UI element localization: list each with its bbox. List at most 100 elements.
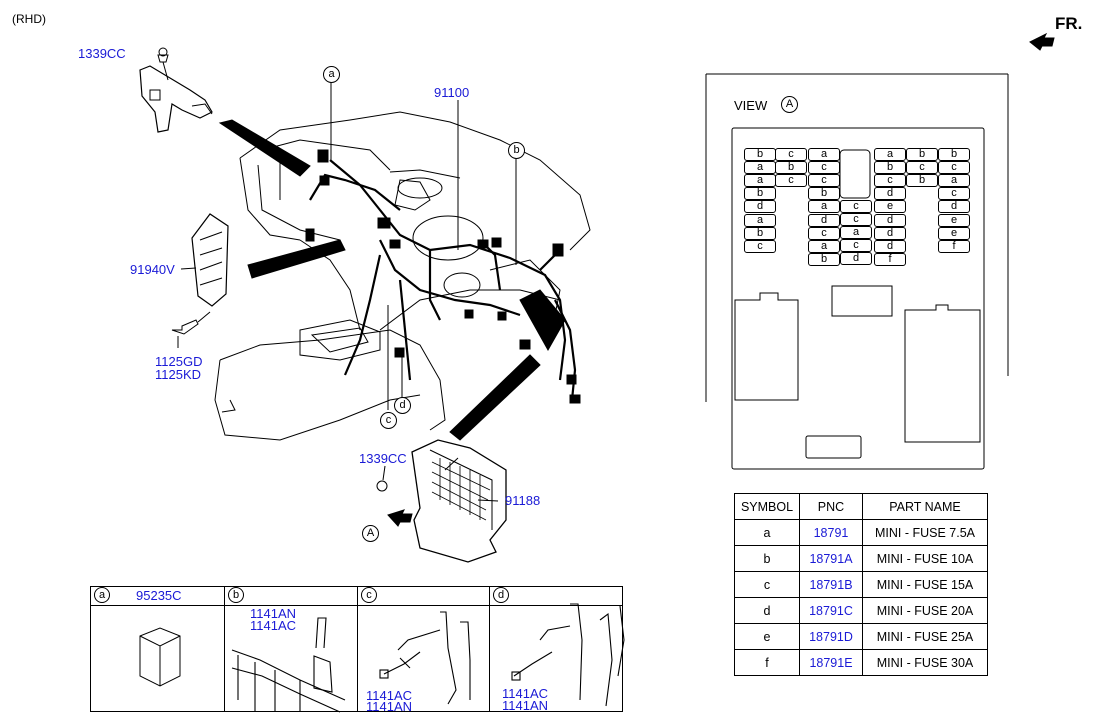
- fuse-slot: b: [808, 252, 840, 266]
- fuse-slot: d: [874, 187, 906, 201]
- pnc-link[interactable]: 18791: [799, 519, 863, 546]
- pnc-link[interactable]: 18791D: [799, 623, 863, 650]
- table-row: d 18791C MINI - FUSE 20A: [734, 597, 988, 624]
- table-row: e 18791D MINI - FUSE 25A: [734, 623, 988, 650]
- table-header-symbol: SYMBOL: [734, 493, 800, 520]
- fuse-slot: e: [938, 226, 970, 240]
- fuse-slot: b: [775, 161, 807, 175]
- pnc-link[interactable]: 18791C: [799, 597, 863, 624]
- fuse-slot: a: [808, 200, 840, 214]
- fuse-slot: c: [938, 161, 970, 175]
- fuse-slot: d: [840, 252, 872, 266]
- marker-d[interactable]: d: [394, 397, 411, 414]
- fuse-slot: b: [906, 174, 938, 188]
- part-label-bolt-2[interactable]: 1125KD: [155, 367, 202, 382]
- symbol-cell: e: [734, 623, 800, 650]
- fuse-slot: a: [874, 148, 906, 161]
- fuse-slot: d: [938, 200, 970, 214]
- fuse-slot: c: [840, 239, 872, 253]
- detail-a-marker: a: [94, 587, 110, 603]
- table-row: c 18791B MINI - FUSE 15A: [734, 571, 988, 598]
- fuse-slot: c: [775, 174, 807, 188]
- part-name-cell: MINI - FUSE 30A: [862, 649, 988, 676]
- marker-view-a[interactable]: A: [362, 525, 379, 542]
- fuse-slot: b: [744, 226, 776, 240]
- fuse-slot: e: [874, 200, 906, 214]
- marker-c[interactable]: c: [380, 412, 397, 429]
- view-marker: A: [781, 96, 798, 113]
- part-label-nut-bottom[interactable]: 1339CC: [359, 451, 407, 466]
- marker-a[interactable]: a: [323, 66, 340, 83]
- part-name-cell: MINI - FUSE 15A: [862, 571, 988, 598]
- detail-a-part[interactable]: 95235C: [136, 588, 182, 603]
- table-row: f 18791E MINI - FUSE 30A: [734, 649, 988, 676]
- fuse-slot: c: [808, 226, 840, 240]
- symbol-cell: f: [734, 649, 800, 676]
- front-arrow-icon: [1029, 32, 1055, 51]
- fuse-slot: c: [874, 174, 906, 188]
- part-label-harness[interactable]: 91100: [434, 85, 470, 100]
- part-name-cell: MINI - FUSE 7.5A: [862, 519, 988, 546]
- fuse-slot: d: [874, 226, 906, 240]
- fuse-slot: c: [775, 148, 807, 161]
- fuse-slot: d: [874, 239, 906, 253]
- detail-box-a: [90, 586, 225, 712]
- fuse-slot: c: [808, 161, 840, 175]
- fuse-slot: c: [840, 200, 872, 213]
- fuse-slot: b: [744, 187, 776, 201]
- fuse-slot: b: [874, 161, 906, 175]
- symbol-cell: d: [734, 597, 800, 624]
- symbol-cell: a: [734, 519, 800, 546]
- detail-d-part-1[interactable]: 1141AC: [502, 686, 549, 701]
- variant-label: (RHD): [12, 12, 46, 26]
- fuse-symbol-table: SYMBOL PNC PART NAME a 18791 MINI - FUSE…: [734, 493, 988, 676]
- fuse-slot: b: [744, 148, 776, 161]
- fuse-slot: a: [938, 174, 970, 188]
- part-label-junction-box-left[interactable]: 91940V: [130, 262, 175, 277]
- part-label-bolt-1[interactable]: 1125GD: [155, 354, 203, 369]
- detail-box-b: [224, 586, 358, 712]
- fuse-slot: b: [938, 148, 970, 161]
- fuse-slot: b: [808, 187, 840, 201]
- table-row: b 18791A MINI - FUSE 10A: [734, 545, 988, 572]
- detail-b-part-2[interactable]: 1141AC: [250, 618, 297, 633]
- fuse-slot: b: [906, 148, 938, 161]
- fuse-slot: a: [744, 213, 776, 227]
- detail-c-part-2[interactable]: 1141AN: [366, 699, 413, 714]
- fuse-slot: a: [808, 239, 840, 253]
- part-name-cell: MINI - FUSE 25A: [862, 623, 988, 650]
- detail-b-part-1[interactable]: 1141AN: [250, 606, 297, 621]
- table-row: a 18791 MINI - FUSE 7.5A: [734, 519, 988, 546]
- part-label-nut-top[interactable]: 1339CC: [78, 46, 126, 61]
- table-header-pnc: PNC: [799, 493, 863, 520]
- fuse-slot: a: [744, 161, 776, 175]
- pnc-link[interactable]: 18791A: [799, 545, 863, 572]
- fuse-slot: c: [840, 213, 872, 227]
- detail-d-marker: d: [493, 587, 509, 603]
- part-name-cell: MINI - FUSE 10A: [862, 545, 988, 572]
- detail-c-marker: c: [361, 587, 377, 603]
- part-name-cell: MINI - FUSE 20A: [862, 597, 988, 624]
- view-label: VIEW: [734, 98, 768, 113]
- fuse-slot: d: [744, 200, 776, 214]
- fuse-slot: a: [808, 148, 840, 161]
- pnc-link[interactable]: 18791E: [799, 649, 863, 676]
- marker-b[interactable]: b: [508, 142, 525, 159]
- fuse-slot: c: [808, 174, 840, 188]
- detail-box-d: [489, 586, 623, 712]
- fuse-slot: d: [874, 213, 906, 227]
- part-label-junction-box[interactable]: 91188: [505, 493, 541, 508]
- fuse-slot: c: [906, 161, 938, 175]
- detail-d-part-2[interactable]: 1141AN: [502, 698, 549, 713]
- pnc-link[interactable]: 18791B: [799, 571, 863, 598]
- detail-c-part-1[interactable]: 1141AC: [366, 688, 413, 703]
- symbol-cell: b: [734, 545, 800, 572]
- fuse-slot: a: [744, 174, 776, 188]
- fuse-slot: c: [744, 239, 776, 253]
- table-header-part-name: PART NAME: [862, 493, 988, 520]
- fuse-slot: a: [840, 226, 872, 240]
- fuse-slot: e: [938, 213, 970, 227]
- fuse-slot: d: [808, 213, 840, 227]
- fuse-slot: f: [874, 252, 906, 266]
